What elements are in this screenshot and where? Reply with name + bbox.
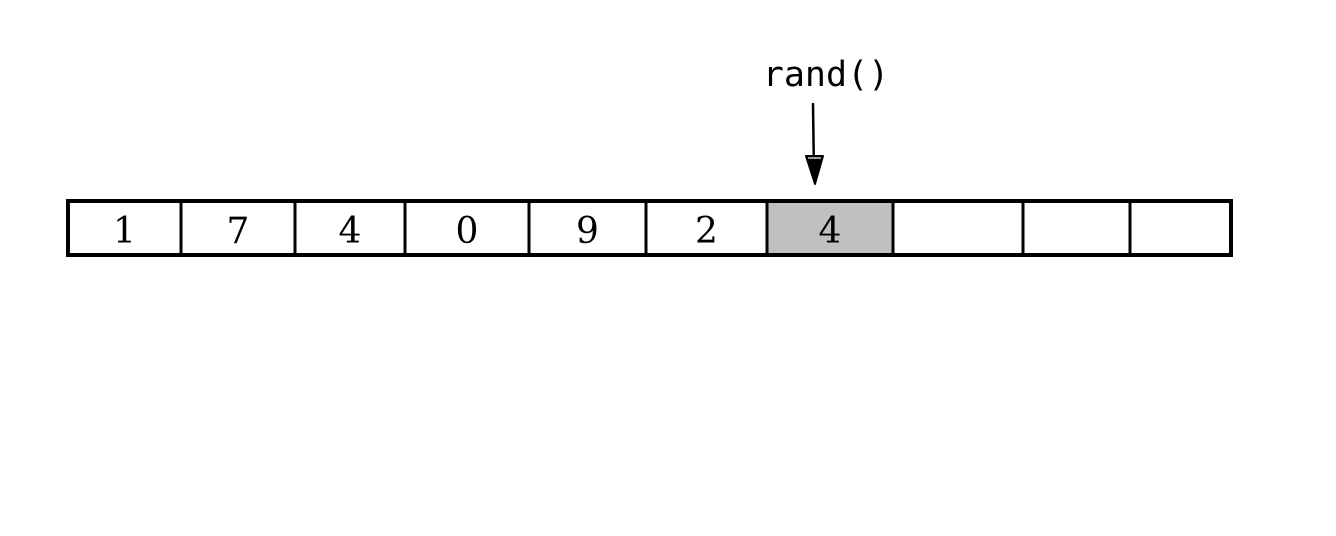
- array-cell-value: 0: [456, 211, 479, 252]
- array-cell-value: 9: [576, 211, 599, 252]
- array-cell-value: 4: [339, 211, 362, 252]
- array-cells: 1 7 4 0 9 2 4: [66, 199, 1233, 257]
- array-border: [66, 199, 1233, 257]
- array-cell: [891, 199, 1025, 257]
- array-cell-value: 2: [695, 211, 718, 252]
- pointer-arrow: [805, 102, 824, 185]
- array-cell: [1021, 199, 1132, 257]
- array-cell: [1128, 199, 1233, 257]
- rand-label: rand(): [763, 55, 889, 95]
- array-cell-value: 7: [227, 211, 250, 252]
- array-cell-value: 1: [113, 211, 136, 252]
- array-cell: [179, 199, 297, 257]
- array-cell-value: 4: [819, 211, 842, 252]
